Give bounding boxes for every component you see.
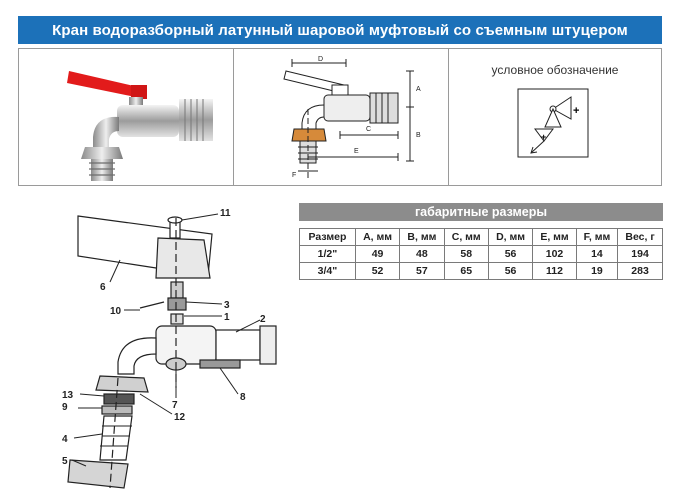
column-header: B, мм <box>399 228 445 246</box>
table-cell: 49 <box>354 245 401 263</box>
dim-label-e: E <box>354 148 359 155</box>
product-photo <box>19 49 234 185</box>
symbol-plus-top: + <box>573 105 579 117</box>
red-handle <box>67 71 147 99</box>
part-label: 10 <box>110 306 122 317</box>
part-label: 4 <box>62 434 68 445</box>
table-cell: 56 <box>487 262 534 280</box>
part-label: 11 <box>220 208 231 219</box>
part-label: 1 <box>224 312 230 323</box>
part-label: 7 <box>172 400 178 411</box>
part-label: 9 <box>62 402 68 413</box>
dim-label-b: B <box>416 132 421 139</box>
symbol-panel: условное обозначение + + <box>449 49 661 185</box>
part-label: 6 <box>100 282 106 293</box>
column-header: A, мм <box>354 228 401 246</box>
exploded-drawing-image: 11 6 3 10 1 2 7 8 13 9 12 4 5 <box>62 208 277 489</box>
dimension-drawing: D A B C E F <box>234 49 449 185</box>
column-header: D, мм <box>487 228 534 246</box>
part-label: 8 <box>240 392 246 403</box>
part-label: 13 <box>62 390 74 401</box>
table-cell: 19 <box>575 262 619 280</box>
symbol-plus-bottom: + <box>541 132 546 142</box>
dimensions-table: Размер A, мм B, мм C, мм D, мм E, мм F, … <box>299 228 663 280</box>
page-title: Кран водоразборный латунный шаровой муфт… <box>18 16 662 44</box>
exploded-assembly: 11 6 3 10 1 2 7 8 13 9 12 4 5 <box>50 198 290 503</box>
column-header: F, мм <box>575 228 619 246</box>
part-label: 12 <box>174 412 186 423</box>
table-cell: 283 <box>617 262 663 280</box>
table-cell: 56 <box>487 245 534 263</box>
dim-label-d: D <box>318 56 323 63</box>
symbol-caption: условное обозначение <box>491 63 619 77</box>
table-row: 1/2" 49 48 58 56 102 14 194 <box>299 245 663 263</box>
table-cell: 102 <box>532 245 577 263</box>
column-header: Вес, г <box>617 228 663 246</box>
table-row: 3/4" 52 57 65 56 112 19 283 <box>299 262 663 280</box>
part-label: 2 <box>260 314 266 325</box>
table-cell: 3/4" <box>299 262 356 280</box>
product-panels: D A B C E F условное обозначение <box>18 48 662 186</box>
tap-photo-image <box>67 71 213 181</box>
column-header: Размер <box>299 228 356 246</box>
dimensions-header: габаритные размеры <box>299 203 663 221</box>
valve-symbol-icon: + + <box>517 88 589 158</box>
tap-dimension-drawing: D A B C E F <box>283 56 421 179</box>
table-cell: 65 <box>443 262 489 280</box>
table-cell: 194 <box>617 245 663 263</box>
table-cell: 14 <box>575 245 619 263</box>
table-cell: 57 <box>399 262 445 280</box>
table-cell: 48 <box>399 245 445 263</box>
part-label: 5 <box>62 456 68 467</box>
dim-label-c: C <box>366 126 371 133</box>
table-cell: 112 <box>532 262 577 280</box>
table-cell: 1/2" <box>299 245 356 263</box>
column-header: E, мм <box>532 228 577 246</box>
dim-label-a: A <box>416 86 421 93</box>
table-cell: 58 <box>443 245 489 263</box>
part-label: 3 <box>224 300 230 311</box>
dim-label-f: F <box>292 172 296 179</box>
table-cell: 52 <box>354 262 401 280</box>
column-header: C, мм <box>443 228 489 246</box>
table-header-row: Размер A, мм B, мм C, мм D, мм E, мм F, … <box>299 228 663 246</box>
